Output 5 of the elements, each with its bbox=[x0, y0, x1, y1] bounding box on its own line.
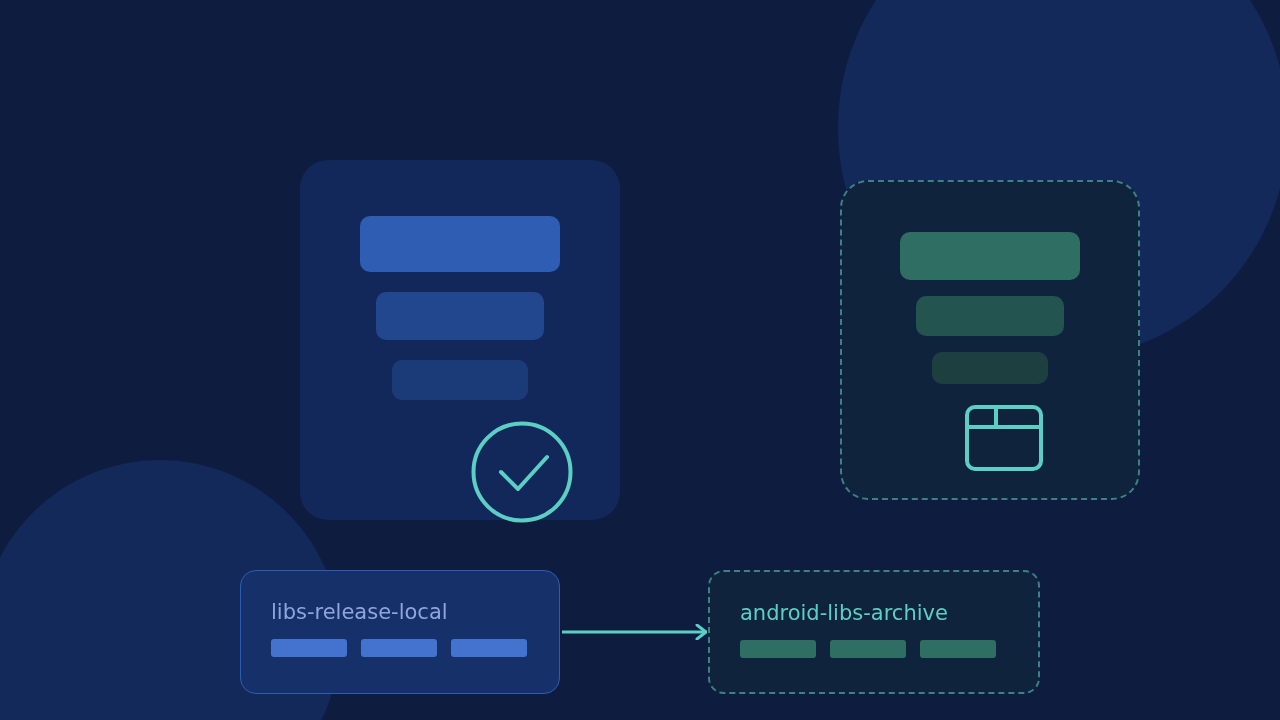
repository-name: android-libs-archive bbox=[740, 600, 949, 626]
repository-name: libs-release-local bbox=[271, 599, 449, 625]
arrow bbox=[562, 623, 708, 641]
repository-box bbox=[240, 570, 560, 694]
repository-box bbox=[708, 570, 1040, 694]
